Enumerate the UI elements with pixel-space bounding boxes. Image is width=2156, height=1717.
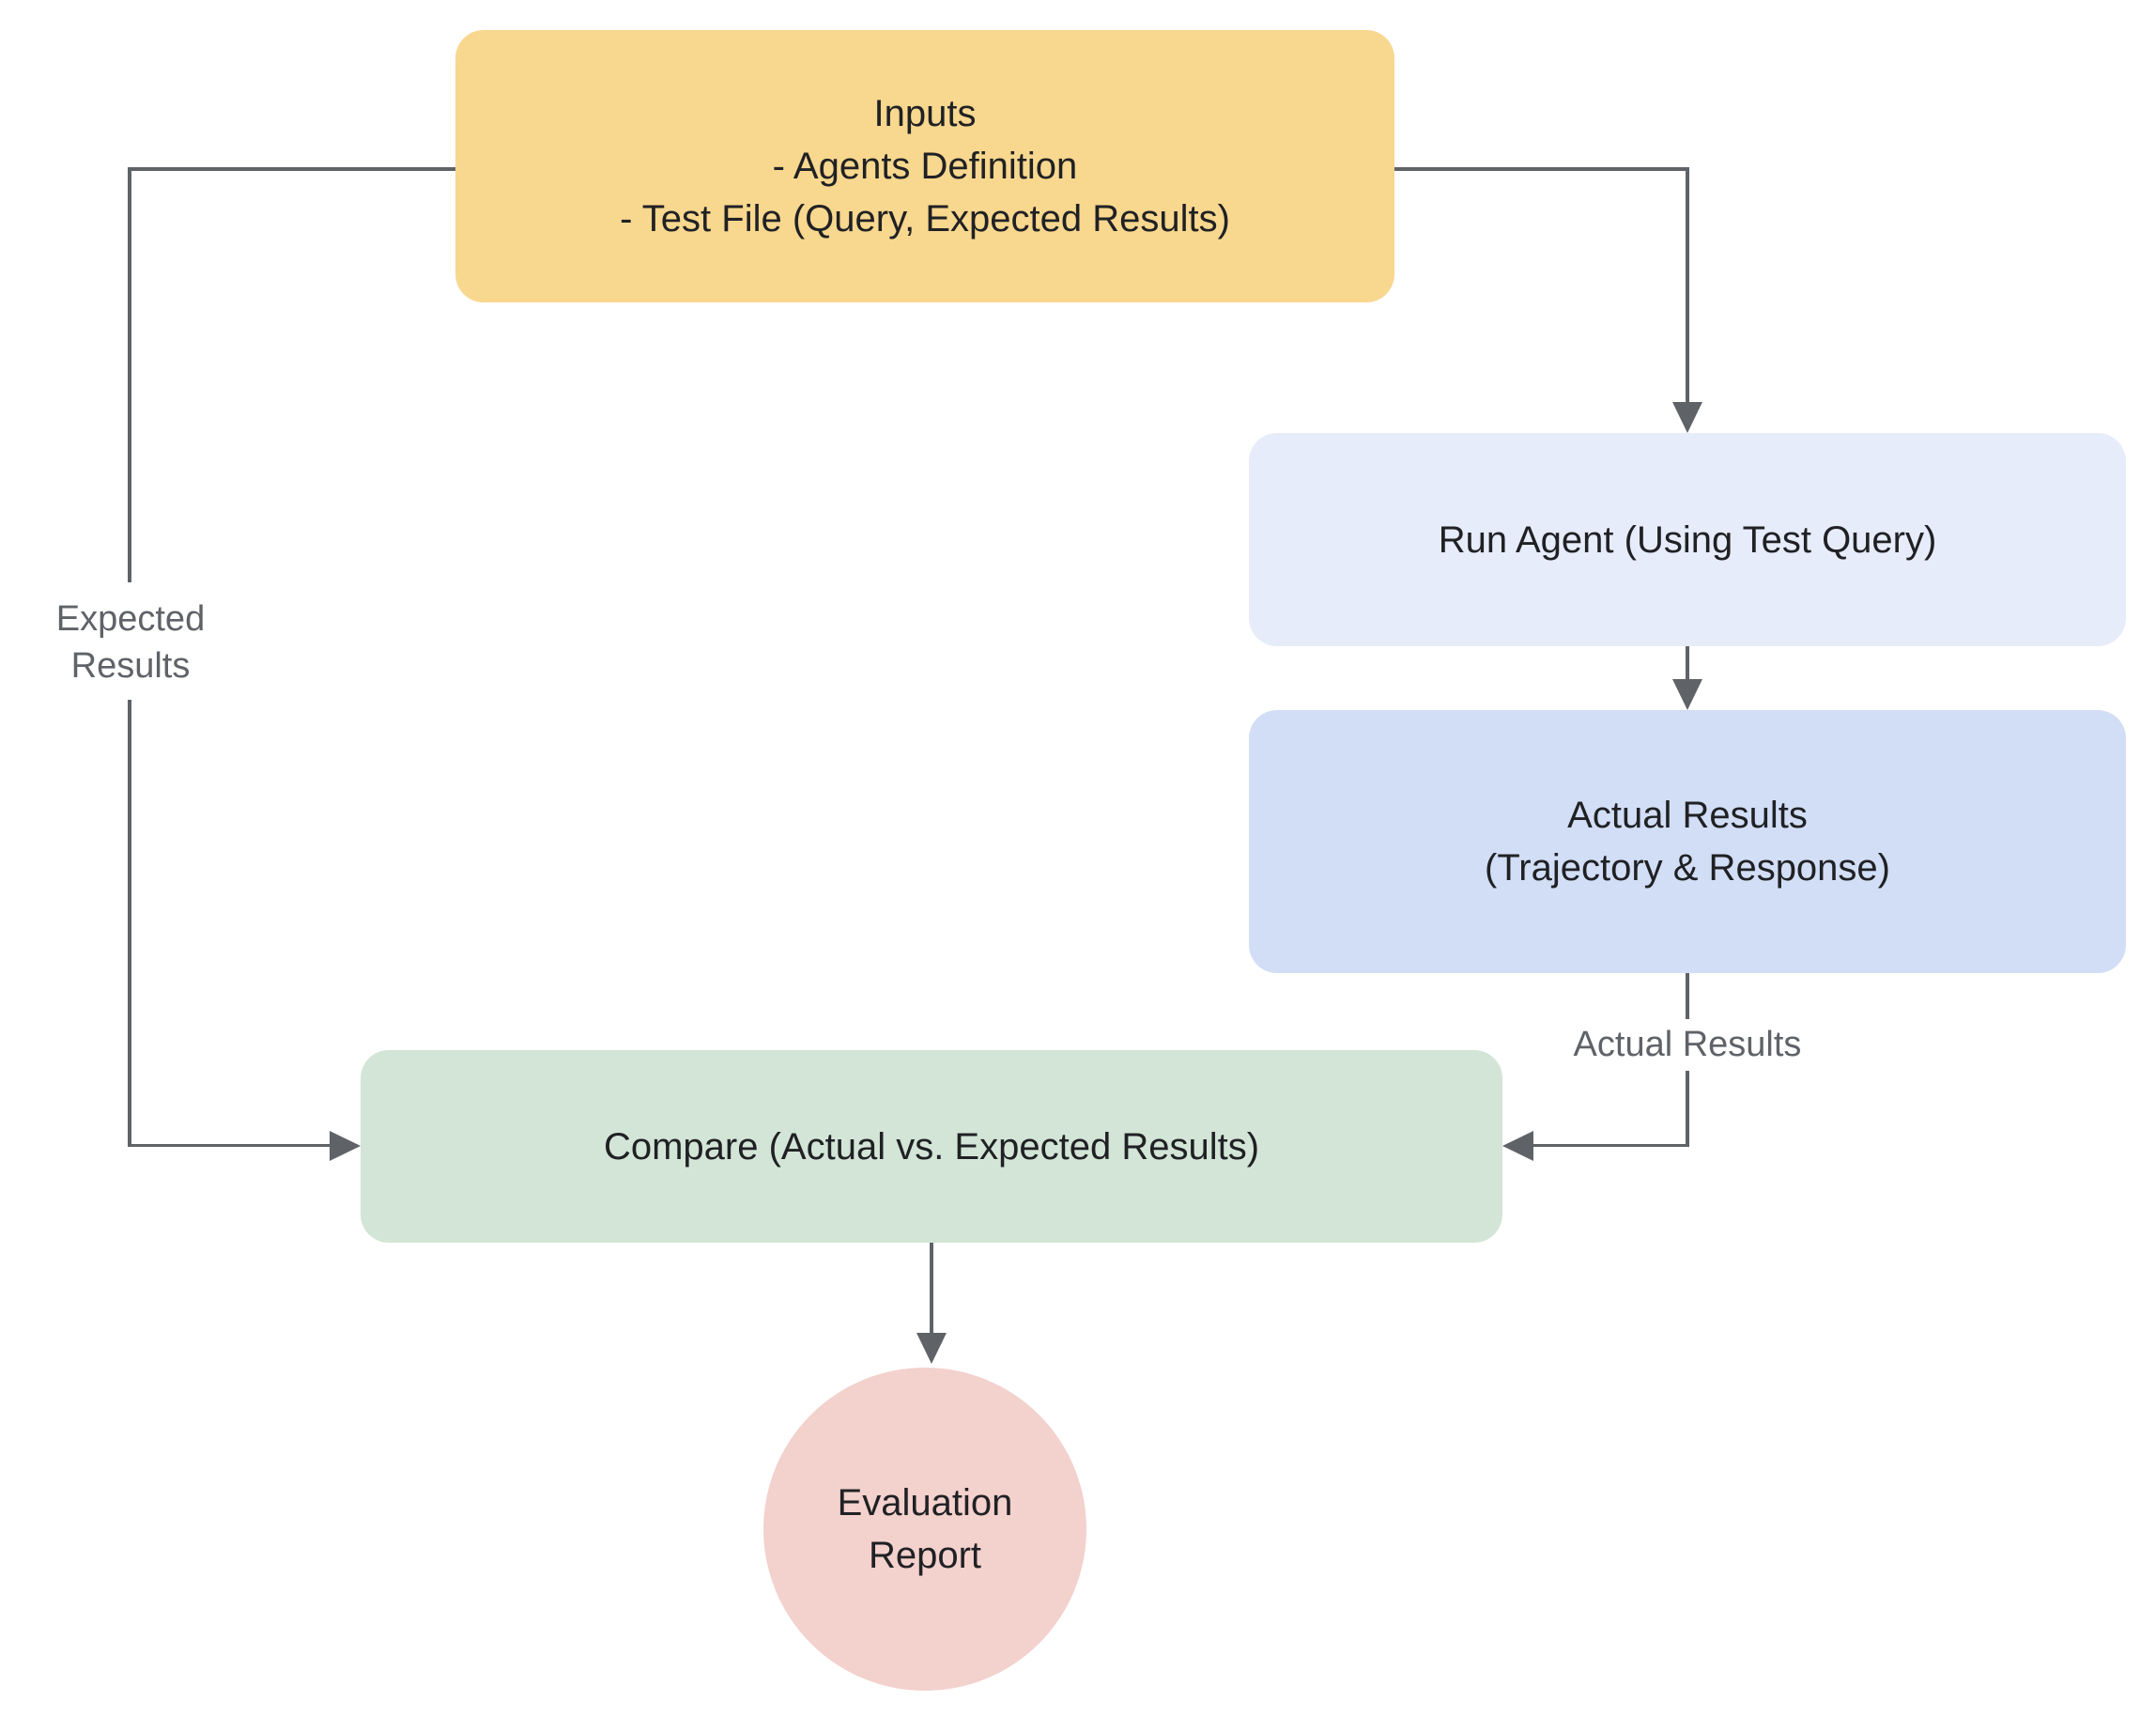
actual-results-node-line2: (Trajectory & Response) [1485,847,1890,889]
edge-expected-results-vertical-lower [128,700,131,1147]
edge-label-expected-results-line1: Expected [55,599,206,639]
edge-actual-results-vertical-lower [1686,1071,1689,1147]
compare-node-label: Compare (Actual vs. Expected Results) [603,1125,1260,1168]
inputs-node-line2: - Agents Definition [772,146,1078,187]
evaluation-report-node: Evaluation Report [763,1368,1086,1691]
edge-actual-results-horizontal [1533,1143,1689,1148]
arrowhead-into-actual-results-icon [1672,679,1702,710]
edge-label-expected-results: Expected Results [13,596,248,689]
arrowhead-into-compare-left-icon [330,1130,361,1161]
edge-label-actual-results-line1: Actual Results [1573,1025,1802,1064]
actual-results-node: Actual Results (Trajectory & Response) [1249,710,2126,973]
run-agent-node: Run Agent (Using Test Query) [1249,433,2126,646]
arrowhead-into-run-agent-icon [1672,402,1702,433]
arrowhead-into-evaluation-report-icon [916,1333,947,1364]
edge-compare-evaluation-vertical [930,1243,933,1333]
inputs-node-line3: - Test File (Query, Expected Results) [620,198,1230,240]
edge-expected-results-bottom-segment [128,1143,331,1148]
evaluation-report-node-line2: Report [868,1535,982,1576]
actual-results-node-line1: Actual Results [1567,795,1808,836]
edge-label-actual-results: Actual Results [1528,1021,1847,1068]
inputs-node: Inputs - Agents Definition - Test File (… [455,30,1394,302]
edge-inputs-run-agent-horizontal [1394,167,1689,171]
edge-expected-results-top-segment [130,167,455,171]
compare-node: Compare (Actual vs. Expected Results) [361,1050,1502,1243]
evaluation-report-node-line1: Evaluation [837,1482,1013,1524]
edge-actual-results-vertical-upper [1686,973,1689,1019]
inputs-node-line1: Inputs [873,93,977,134]
edge-expected-results-vertical-upper [128,167,131,583]
arrowhead-into-compare-right-icon [1502,1130,1533,1161]
edge-label-expected-results-line2: Results [70,646,191,686]
edge-inputs-run-agent-vertical [1686,167,1689,403]
edge-run-agent-actual-results-vertical [1686,646,1689,679]
run-agent-node-label: Run Agent (Using Test Query) [1438,518,1937,561]
